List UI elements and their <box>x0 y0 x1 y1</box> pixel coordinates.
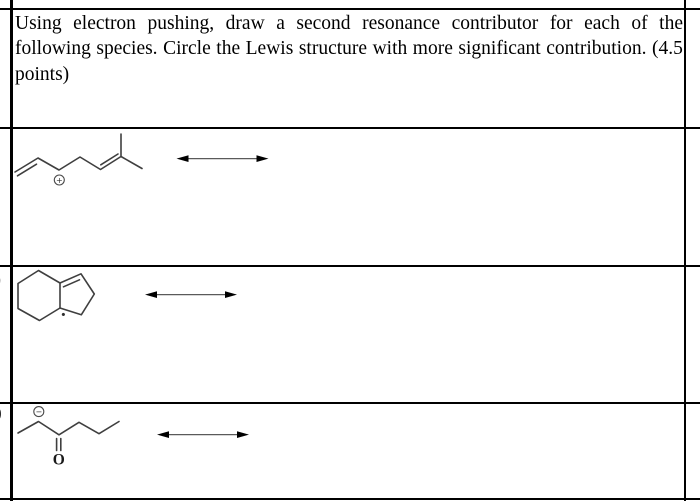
structure-a-allylic-cation: + <box>14 133 143 186</box>
question-line-3: points) <box>15 63 70 85</box>
table-border-bottom <box>0 498 700 500</box>
table-border-row2-row3 <box>0 265 700 267</box>
radical-dot: • <box>60 309 67 322</box>
oxygen-atom-label: O <box>53 451 65 468</box>
resonance-arrow-b <box>145 291 237 298</box>
resonance-arrow-c <box>157 431 249 438</box>
table-border-left <box>10 0 13 501</box>
minus-charge-symbol: − <box>35 407 42 416</box>
arrow-head-right <box>225 291 237 298</box>
structure-b-bicyclic-radical: • <box>17 269 96 322</box>
bond-skeleton <box>14 133 143 173</box>
plus-charge-symbol: + <box>56 176 63 185</box>
resonance-arrow-a <box>176 155 269 162</box>
table-border-right <box>684 0 686 501</box>
row-c-label-fragment: ) <box>0 403 2 423</box>
table-border-row3-row4 <box>0 402 700 404</box>
arrow-head-left <box>176 155 189 162</box>
cyclohexane-ring <box>17 269 61 322</box>
double-bond-line <box>62 279 81 288</box>
bond-skeleton <box>17 420 120 436</box>
carbonyl-double-bond <box>55 437 62 452</box>
arrow-head-right <box>256 155 269 162</box>
plus-charge-icon <box>53 174 65 186</box>
cyclopentene-ring <box>59 273 96 316</box>
arrow-head-right <box>237 431 249 438</box>
table-border-row1-row2 <box>0 127 700 129</box>
minus-charge-icon <box>33 406 45 418</box>
structure-c-carbanion-ketone: O − <box>17 406 120 468</box>
table-border-top <box>0 8 700 10</box>
double-bond-line <box>100 153 119 166</box>
row-b-label-fragment: ) <box>0 269 1 290</box>
arrow-head-left <box>157 431 169 438</box>
arrow-head-left <box>145 291 157 298</box>
double-bond-line <box>16 163 38 177</box>
